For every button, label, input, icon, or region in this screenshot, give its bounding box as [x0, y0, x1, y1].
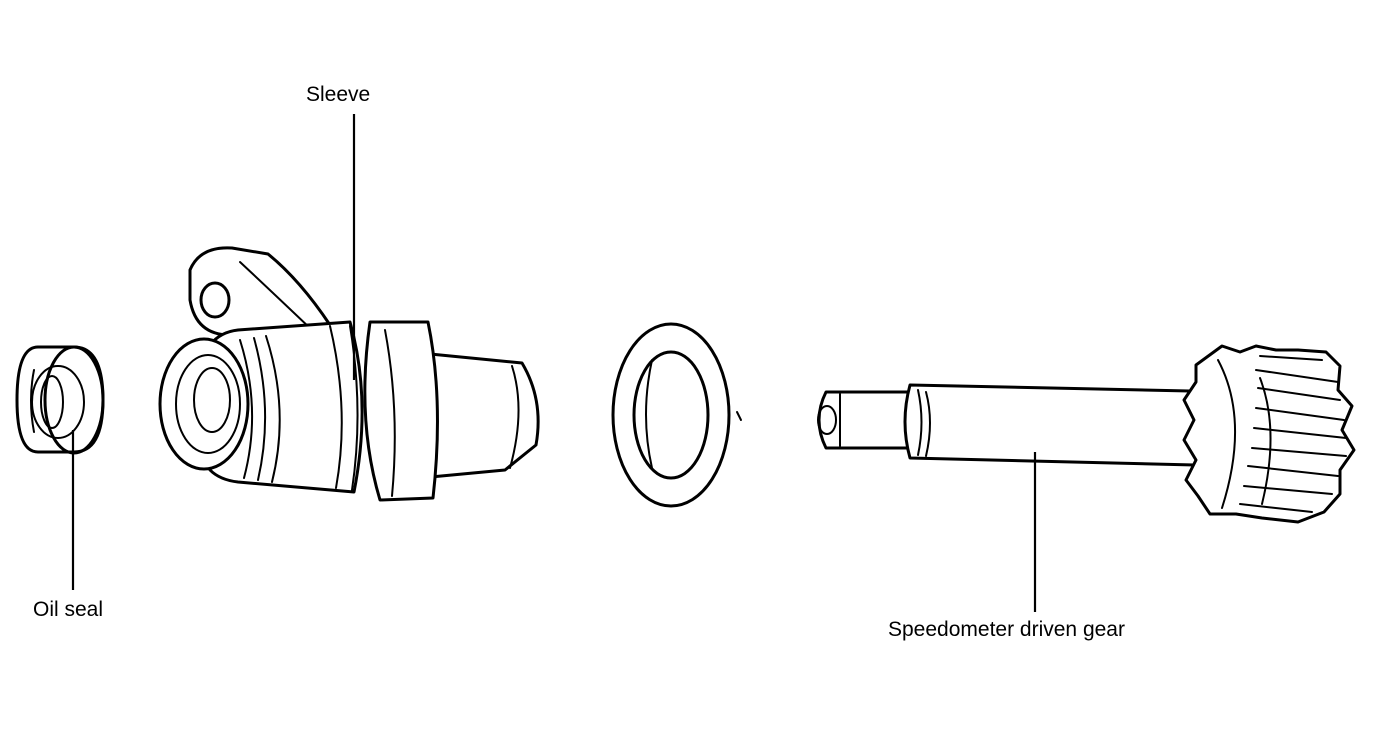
- speedometer-driven-gear-label: Speedometer driven gear: [888, 618, 1125, 641]
- oil-seal-part: [15, 345, 105, 455]
- sleeve-label: Sleeve: [306, 83, 370, 106]
- sleeve-part: [158, 246, 540, 502]
- o-ring-part: [611, 322, 742, 508]
- speedometer-driven-gear-part: [817, 344, 1356, 524]
- oil-seal-label: Oil seal: [33, 598, 103, 621]
